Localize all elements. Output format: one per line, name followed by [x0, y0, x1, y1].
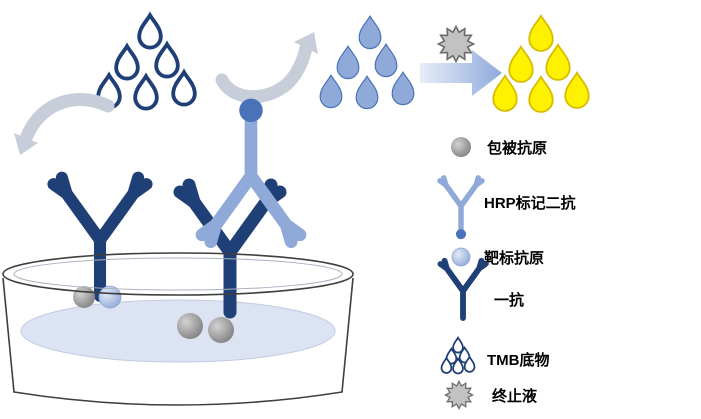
legend-item-primary-antibody: 一抗 [441, 261, 524, 318]
tmb-droplet-icon [114, 44, 140, 81]
reaction-swoosh-arrow [215, 32, 318, 104]
stop-solution-starburst-icon [437, 25, 475, 63]
yellow-droplet-icon [508, 45, 534, 83]
blue-droplet-icon [336, 45, 360, 80]
primary-antibody-icon [441, 261, 486, 318]
substrate-droplet-cluster-blue [319, 15, 415, 110]
tmb-droplet-icon [154, 42, 180, 79]
arrowhead-icon [14, 133, 38, 155]
legend-item-stop-solution: 终止液 [444, 380, 538, 410]
tmb-droplet-icon [171, 70, 197, 107]
blue-droplet-icon [391, 71, 415, 106]
legend-item-hrp-secondary: HRP标记二抗 [440, 178, 576, 239]
wash-swoosh-arrow [14, 93, 115, 155]
product-droplet-cluster-yellow [492, 14, 590, 113]
swoosh-curve [215, 41, 313, 104]
blue-droplet-icon [358, 15, 382, 50]
stop-solution-starburst-icon [444, 380, 474, 410]
legend-label: 终止液 [492, 387, 538, 405]
target-antigen-dot [98, 285, 122, 309]
legend-label: 靶标抗原 [484, 249, 544, 267]
dish-wall [2, 277, 354, 406]
yellow-droplet-icon [545, 43, 571, 81]
legend-item-tmb-substrate: TMB底物 [440, 336, 550, 375]
swoosh-curve [20, 93, 115, 143]
assay-well-dish [2, 99, 354, 406]
tmb-droplet-icon [137, 13, 163, 50]
yellow-droplet-icon [564, 71, 590, 109]
hrp-secondary-antibody-icon [440, 178, 482, 239]
tmb-droplet-icon [452, 336, 464, 354]
blue-droplet-icon [319, 74, 343, 109]
legend: 包被抗原 HRP标记二抗 靶标抗原 一抗 TMB底物 [440, 137, 576, 410]
dish-rim [2, 252, 354, 296]
yellow-droplet-icon [528, 14, 554, 52]
legend-item-coated-antigen: 包被抗原 [451, 137, 547, 157]
legend-label: HRP标记二抗 [484, 194, 576, 212]
forward-block-arrow [420, 50, 502, 96]
tmb-droplet-icon [133, 74, 159, 111]
tmb-droplet-cluster [96, 13, 197, 111]
coated-antigen-dot [73, 286, 95, 308]
legend-item-target-antigen: 靶标抗原 [451, 247, 544, 267]
legend-label: 一抗 [494, 291, 524, 309]
coated-antigen-dot [208, 317, 234, 343]
yellow-droplet-icon [492, 74, 518, 112]
dish-rim-inner [13, 257, 343, 291]
tmb-droplets-icon [440, 336, 476, 375]
legend-label: 包被抗原 [487, 139, 547, 157]
blue-droplet-icon [355, 75, 379, 110]
primary-antibody-icon [53, 178, 146, 296]
arrowhead-icon [294, 32, 318, 54]
coated-antigen-dot-icon [451, 137, 471, 157]
blue-droplet-icon [374, 43, 398, 78]
target-antigen-dot-icon [451, 247, 471, 267]
yellow-droplet-icon [528, 75, 554, 113]
legend-label: TMB底物 [487, 351, 550, 369]
coated-antigen-dot [177, 313, 203, 339]
